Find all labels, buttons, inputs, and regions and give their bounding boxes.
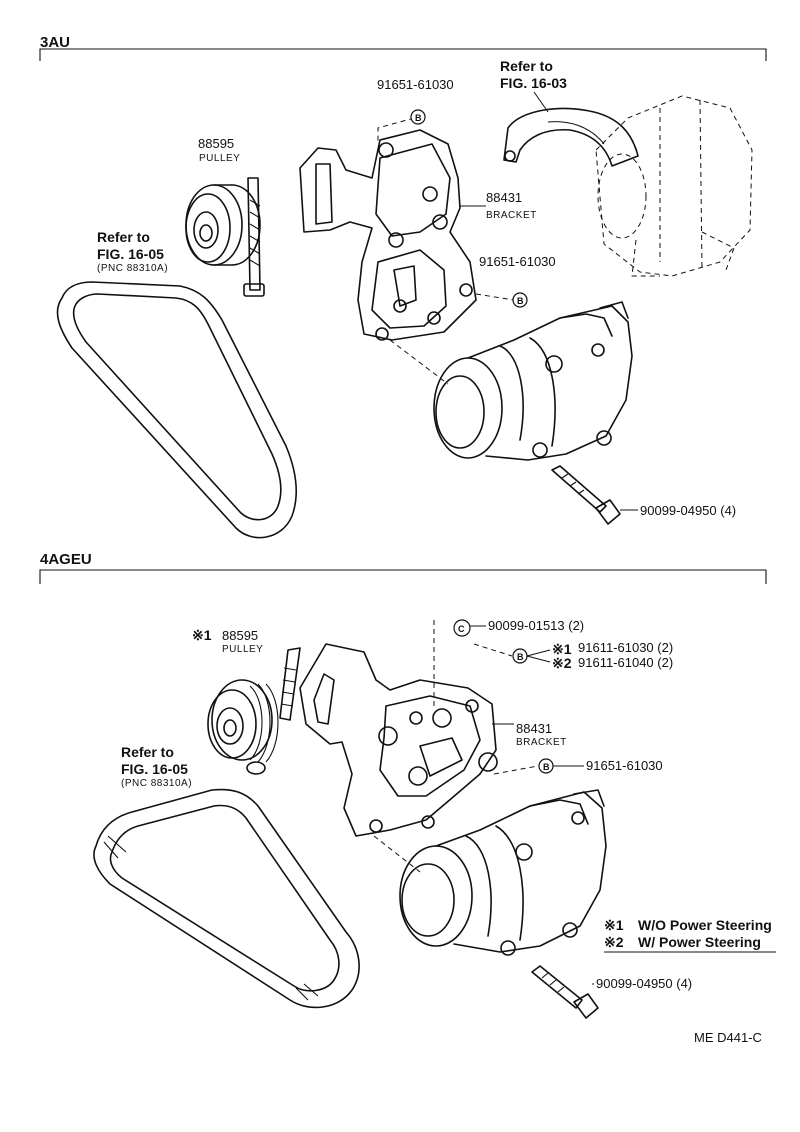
bolt-mark-letter: B xyxy=(517,652,524,662)
pulley-name: PULLEY xyxy=(222,644,263,655)
leader-alt-ref xyxy=(533,91,549,113)
bolt-1-ref: ※1 xyxy=(552,641,572,657)
note-1-text: W/O Power Steering xyxy=(638,917,772,933)
bolt-c-mark-letter: B xyxy=(543,762,550,772)
bolt-c-number: 91651-61030 xyxy=(586,758,663,773)
washer-mark-letter: C xyxy=(458,624,465,634)
leader-bolt-b xyxy=(473,643,513,657)
note-1-ref: ※1 xyxy=(604,917,624,933)
compressor-bolt-number: 90099-04950 (4) xyxy=(640,503,736,518)
bracket-name: BRACKET xyxy=(486,210,537,221)
belt-ref-line2: FIG. 16-05 xyxy=(121,761,188,777)
washer-number: 90099-01513 (2) xyxy=(488,618,584,633)
compressor[interactable] xyxy=(399,789,607,956)
bolt-2-number: 91611-61040 (2) xyxy=(578,655,673,670)
pulley-number: 88595 xyxy=(222,628,258,643)
section-code-4ageu: 4AGEU xyxy=(40,551,92,568)
bolt-1-number: 91611-61030 (2) xyxy=(578,640,673,655)
figure-code: ME D441-C xyxy=(694,1030,762,1045)
note-2-ref: ※2 xyxy=(604,934,624,950)
belt-ref-line2: FIG. 16-05 xyxy=(97,246,164,262)
bracket-name: BRACKET xyxy=(516,737,567,748)
alt-ref-line2: FIG. 16-03 xyxy=(500,75,567,91)
bolt-b-mark[interactable] xyxy=(512,292,528,308)
bolt-b-mark-letter: B xyxy=(517,296,524,306)
compressor-bolt[interactable] xyxy=(531,965,599,1019)
compressor-bolt-number: 90099-04950 (4) xyxy=(596,976,692,991)
bolt-a-number: 91651-61030 xyxy=(377,77,454,92)
belt-ref-line3: (PNC 88310A) xyxy=(121,778,192,789)
pulley-88595[interactable] xyxy=(207,647,301,775)
leader-bolt-a xyxy=(377,117,415,144)
belt-ref-line1: Refer to xyxy=(121,744,174,760)
pulley-88595[interactable] xyxy=(185,177,265,297)
bracket-88431[interactable] xyxy=(299,129,477,341)
adjusting-bar[interactable] xyxy=(503,107,639,167)
compressor-bolt[interactable] xyxy=(551,465,621,525)
belt-ref-line1: Refer to xyxy=(97,229,150,245)
pulley-number: 88595 xyxy=(198,136,234,151)
washer-mark[interactable] xyxy=(453,619,471,637)
v-belt[interactable] xyxy=(56,281,298,539)
bracket-number: 88431 xyxy=(516,721,552,736)
bracket-88431[interactable] xyxy=(299,643,498,837)
pulley-name: PULLEY xyxy=(199,153,240,164)
compressor[interactable] xyxy=(433,301,633,461)
leader-bolt-options xyxy=(526,649,551,663)
v-belt[interactable] xyxy=(93,788,360,1009)
leader-bolt-b xyxy=(475,293,515,301)
section-bracket-3au xyxy=(39,48,767,61)
pulley-ref-mark: ※1 xyxy=(192,627,212,643)
belt-ref-line3: (PNC 88310A) xyxy=(97,263,168,274)
leader-bolt-c xyxy=(493,765,539,775)
alternator-outline xyxy=(595,95,753,277)
bolt-a-mark[interactable] xyxy=(410,109,426,125)
note-2-text: W/ Power Steering xyxy=(638,934,761,950)
alt-ref-line1: Refer to xyxy=(500,58,553,74)
leader-compressor xyxy=(373,835,421,873)
section-code-3au: 3AU xyxy=(40,34,70,51)
bolt-2-ref: ※2 xyxy=(552,655,572,671)
bolt-a-mark-letter: B xyxy=(415,113,422,123)
section-bracket-4ageu xyxy=(39,569,767,584)
leader-compressor xyxy=(389,339,449,385)
bolt-b-number: 91651-61030 xyxy=(479,254,556,269)
bracket-number: 88431 xyxy=(486,190,522,205)
